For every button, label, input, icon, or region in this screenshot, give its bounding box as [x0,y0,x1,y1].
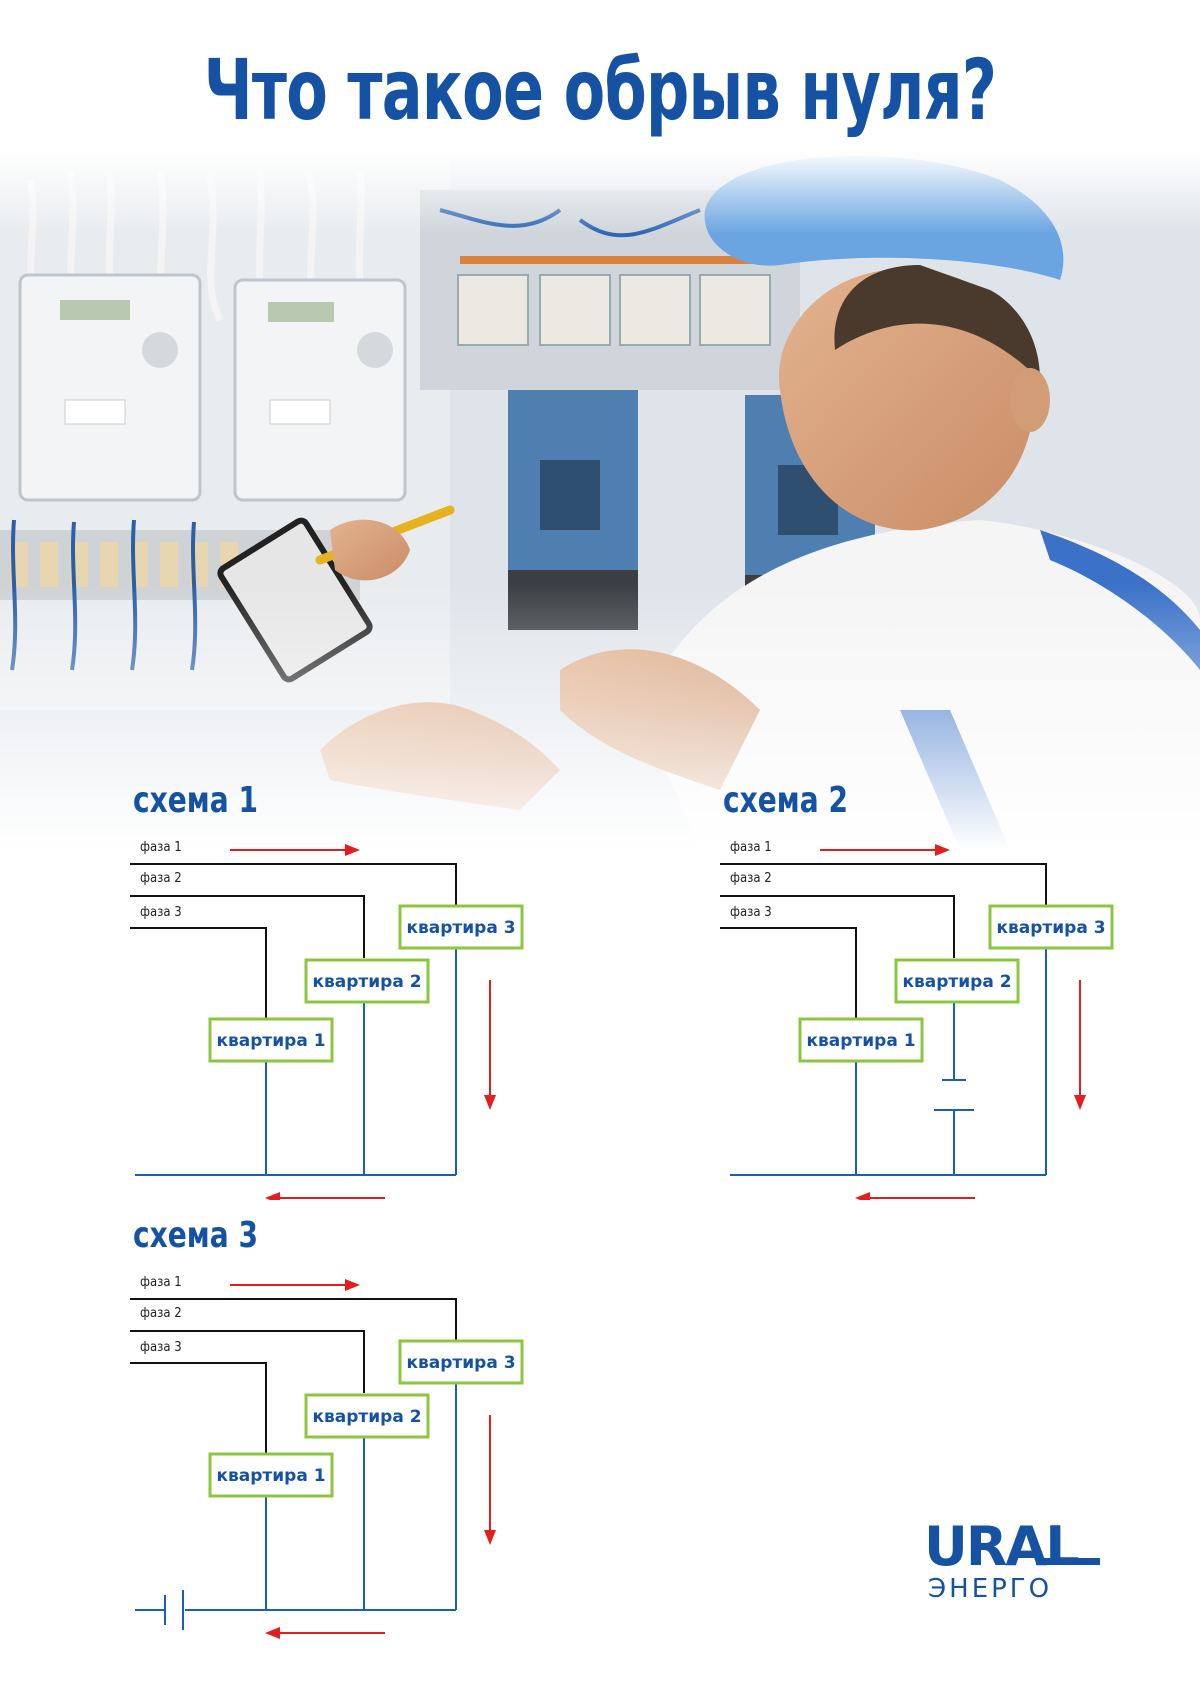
current-arrow-head [1074,1095,1086,1110]
phase-label: фаза 2 [140,1306,182,1321]
page-title: Что такое обрыв нуля? [203,41,997,139]
apartment-box [798,1017,924,1063]
ural-energo-logo: URAL ЭНЕРГО [924,1520,1104,1610]
apartment-label: квартира 3 [996,918,1105,938]
phase-2-line [130,1330,365,1393]
neutral-break-icon [934,1000,974,1175]
current-arrow-head [345,1279,360,1291]
scheme-1: схема 1 фаза 1 фаза 2 фаза 3 квартира 3 … [125,780,625,1200]
apartment-box [304,1393,430,1439]
phase-label: фаза 1 [140,840,182,855]
apartment-label: квартира 3 [406,918,515,938]
phase-label: фаза 3 [140,905,182,920]
phase-label: фаза 1 [140,1275,182,1290]
phase-label: фаза 3 [140,1340,182,1355]
wiring-diagram: фаза 1 фаза 2 фаза 3 квартира 3 квартира… [720,840,1114,1200]
electrician-photo [0,150,1200,850]
phase-3-line [720,927,857,1018]
apartment-label: квартира 2 [312,1407,421,1427]
logo-bar [1036,1558,1100,1565]
current-arrow-head [855,1192,870,1200]
scheme-title: схема 1 [133,780,259,821]
apartment-box [398,1339,524,1385]
current-arrow-head [265,1627,280,1639]
scheme-title: схема 2 [723,780,849,821]
scheme-2: схема 2 фаза 1 фаза 2 фаза 3 квартира 3 … [715,780,1200,1200]
apartment-label: квартира 1 [216,1031,325,1051]
logo-bottom-text: ЭНЕРГО [928,1574,1053,1604]
apartment-label: квартира 3 [406,1353,515,1373]
current-arrow-head [484,1530,496,1545]
apartment-box [208,1017,334,1063]
apartment-box [304,958,430,1004]
current-arrow-head [935,844,950,856]
apartment-box [894,958,1020,1004]
wiring-diagram: фаза 1 фаза 2 фаза 3 квартира 3 квартира… [130,1275,524,1639]
logo-top-text: URAL [924,1515,1080,1578]
wiring-diagram: фаза 1 фаза 2 фаза 3 квартира 3 квартира… [130,840,524,1200]
current-arrow-head [265,1192,280,1200]
scheme-3: схема 3 фаза 1 фаза 2 фаза 3 квартира 3 … [125,1215,625,1639]
apartment-label: квартира 2 [902,972,1011,992]
apartment-label: квартира 1 [216,1466,325,1486]
apartment-box [398,904,524,950]
apartment-label: квартира 1 [806,1031,915,1051]
phase-2-line [130,895,365,958]
phase-label: фаза 2 [140,871,182,886]
phase-3-line [130,1362,267,1453]
phase-3-line [130,927,267,1018]
current-arrow-head [484,1095,496,1110]
current-arrow-head [345,844,360,856]
neutral-line [185,1383,457,1611]
phase-1-line [130,1298,457,1340]
apartment-label: квартира 2 [312,972,421,992]
phase-1-line [720,863,1047,905]
neutral-line [730,948,1047,1176]
phase-label: фаза 1 [730,840,772,855]
phase-2-line [720,895,955,958]
phase-label: фаза 3 [730,905,772,920]
neutral-line [135,948,457,1176]
phase-label: фаза 2 [730,871,772,886]
apartment-box [208,1452,334,1498]
phase-1-line [130,863,457,905]
apartment-box [988,904,1114,950]
scheme-title: схема 3 [133,1215,259,1256]
neutral-break-icon [135,1590,184,1630]
